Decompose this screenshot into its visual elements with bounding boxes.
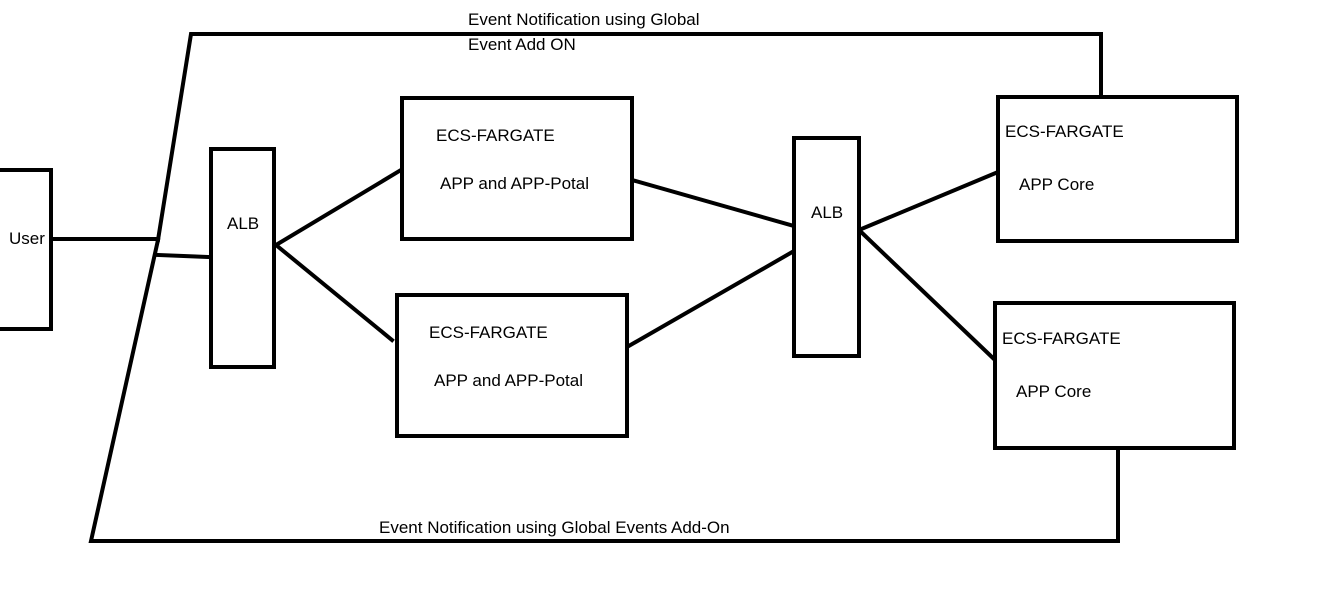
ecs-bottom-right-node [993, 301, 1236, 450]
alb-left-to-ecs-bottom-left-connector [273, 242, 395, 343]
ecs-bottom-left-node [395, 293, 629, 438]
ecs-top-left-subtitle: APP and APP-Potal [440, 174, 590, 193]
bottom-event-notification-line [88, 237, 1120, 543]
ecs-top-right-subtitle: APP Core [1019, 175, 1095, 194]
alb-right-to-ecs-bottom-right-connector [856, 227, 998, 363]
ecs-top-left-to-alb-right-connector [629, 177, 797, 229]
ecs-bottom-right-title: ECS-FARGATE [1002, 329, 1121, 348]
ecs-top-right-title: ECS-FARGATE [1005, 122, 1124, 141]
user-node [0, 168, 53, 331]
user-label: User [9, 229, 45, 248]
alb-left-node [209, 147, 276, 369]
alb-left-label: ALB [227, 214, 260, 233]
ecs-top-left-title: ECS-FARGATE [436, 126, 555, 145]
top-event-notification-line [155, 32, 1103, 243]
alb-left-to-ecs-top-left-connector [273, 167, 404, 248]
alb-right-to-ecs-top-right-connector [856, 169, 1001, 233]
ecs-top-left-node [400, 96, 634, 241]
bracket-to-alb-connector [155, 252, 212, 260]
ecs-bottom-left-subtitle: APP and APP-Potal [434, 371, 584, 390]
bottom-event-caption: Event Notification using Global Events A… [379, 518, 730, 537]
ecs-top-right-node [996, 95, 1239, 243]
ecs-bottom-right-subtitle: APP Core [1016, 382, 1092, 401]
alb-right-label: ALB [811, 203, 844, 222]
ecs-bottom-left-to-alb-right-connector [624, 248, 797, 350]
alb-right-node [792, 136, 861, 358]
ecs-bottom-left-title: ECS-FARGATE [429, 323, 548, 342]
top-event-caption-line2: Event Add ON [468, 35, 576, 54]
top-event-caption-line1: Event Notification using Global [468, 10, 700, 29]
top-event-caption: Event Notification using Global Event Ad… [468, 7, 700, 57]
